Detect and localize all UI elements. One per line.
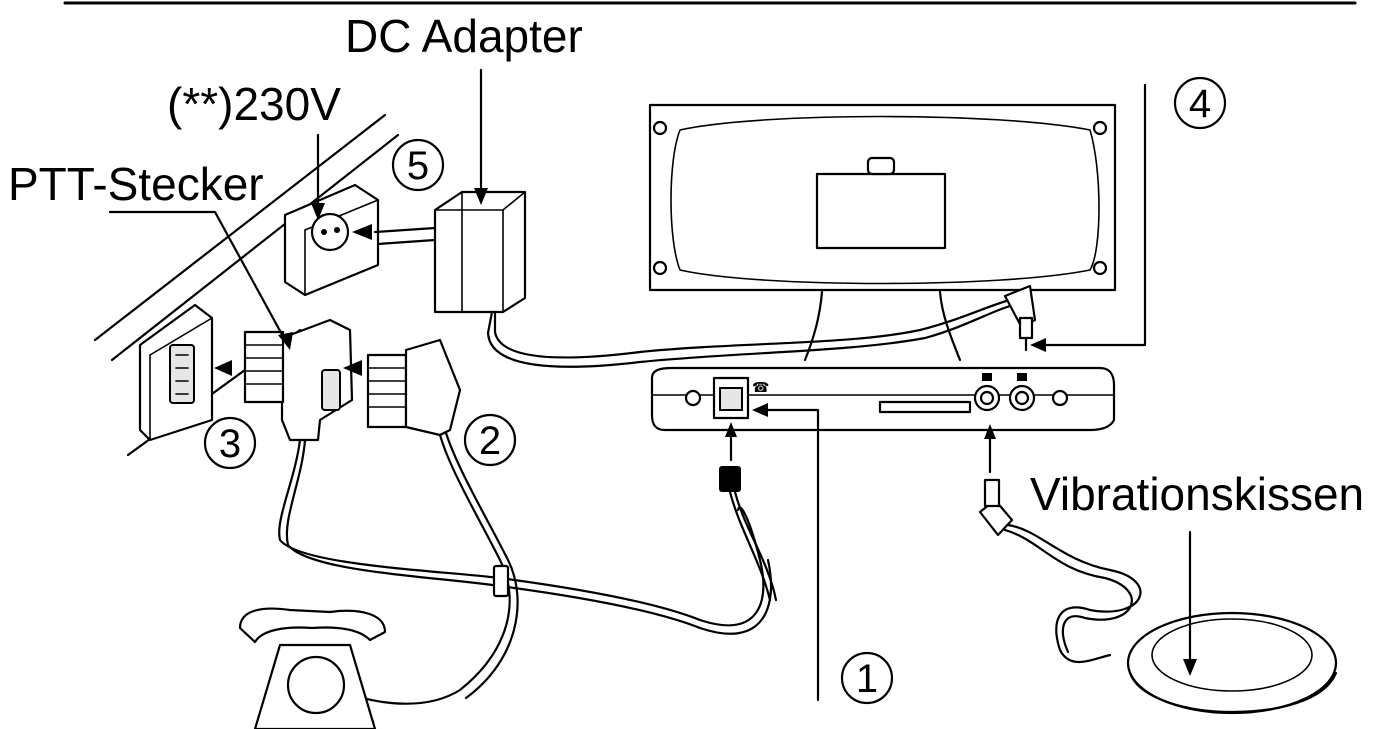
vibration-pad — [978, 478, 1338, 715]
phone-wall-socket — [138, 303, 232, 442]
callout-1: 1 — [840, 651, 894, 705]
callout-3: 3 — [203, 416, 257, 470]
dc-plug — [1003, 284, 1037, 352]
tae-plug — [338, 338, 519, 705]
svg-text:2: 2 — [479, 419, 501, 463]
svg-text:3: 3 — [219, 422, 241, 466]
ptt-plug-label: PTT-Stecker — [8, 158, 264, 210]
vibration-pad-label: Vibrationskissen — [1030, 468, 1364, 520]
svg-text:☎: ☎ — [752, 379, 769, 395]
phone-cable-plug — [719, 466, 778, 602]
callout-5: 5 — [391, 138, 445, 192]
leader-lines — [108, 68, 1197, 702]
mains-voltage-label: (**)230V — [167, 78, 341, 130]
svg-text:1: 1 — [856, 657, 878, 701]
power-socket — [283, 183, 380, 297]
callout-4: 4 — [1173, 76, 1227, 130]
svg-text:4: 4 — [1189, 82, 1211, 126]
base-station: ☎ — [648, 103, 1117, 432]
dc-adapter-label: DC Adapter — [345, 10, 583, 62]
dc-adapter — [352, 190, 1012, 368]
cord-clip — [492, 564, 510, 598]
svg-text:5: 5 — [407, 144, 429, 188]
telephone — [238, 607, 387, 729]
callout-2: 2 — [463, 413, 517, 467]
